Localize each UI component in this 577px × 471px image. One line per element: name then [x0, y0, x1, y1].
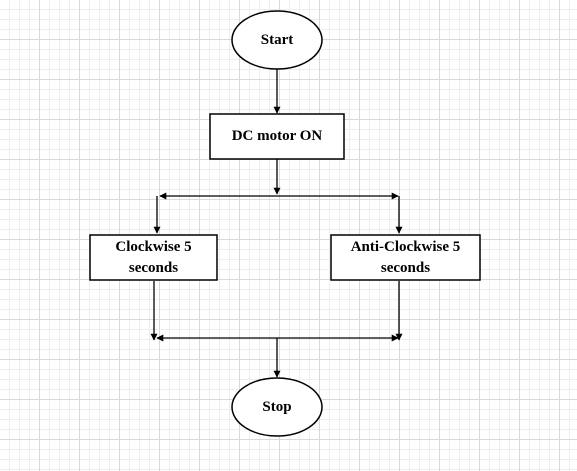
anticlockwise-node[interactable]	[330, 234, 481, 281]
stop-node[interactable]	[231, 377, 323, 437]
motor-on-node[interactable]	[209, 113, 345, 160]
start-node[interactable]	[231, 10, 323, 70]
clockwise-node[interactable]	[89, 234, 218, 281]
